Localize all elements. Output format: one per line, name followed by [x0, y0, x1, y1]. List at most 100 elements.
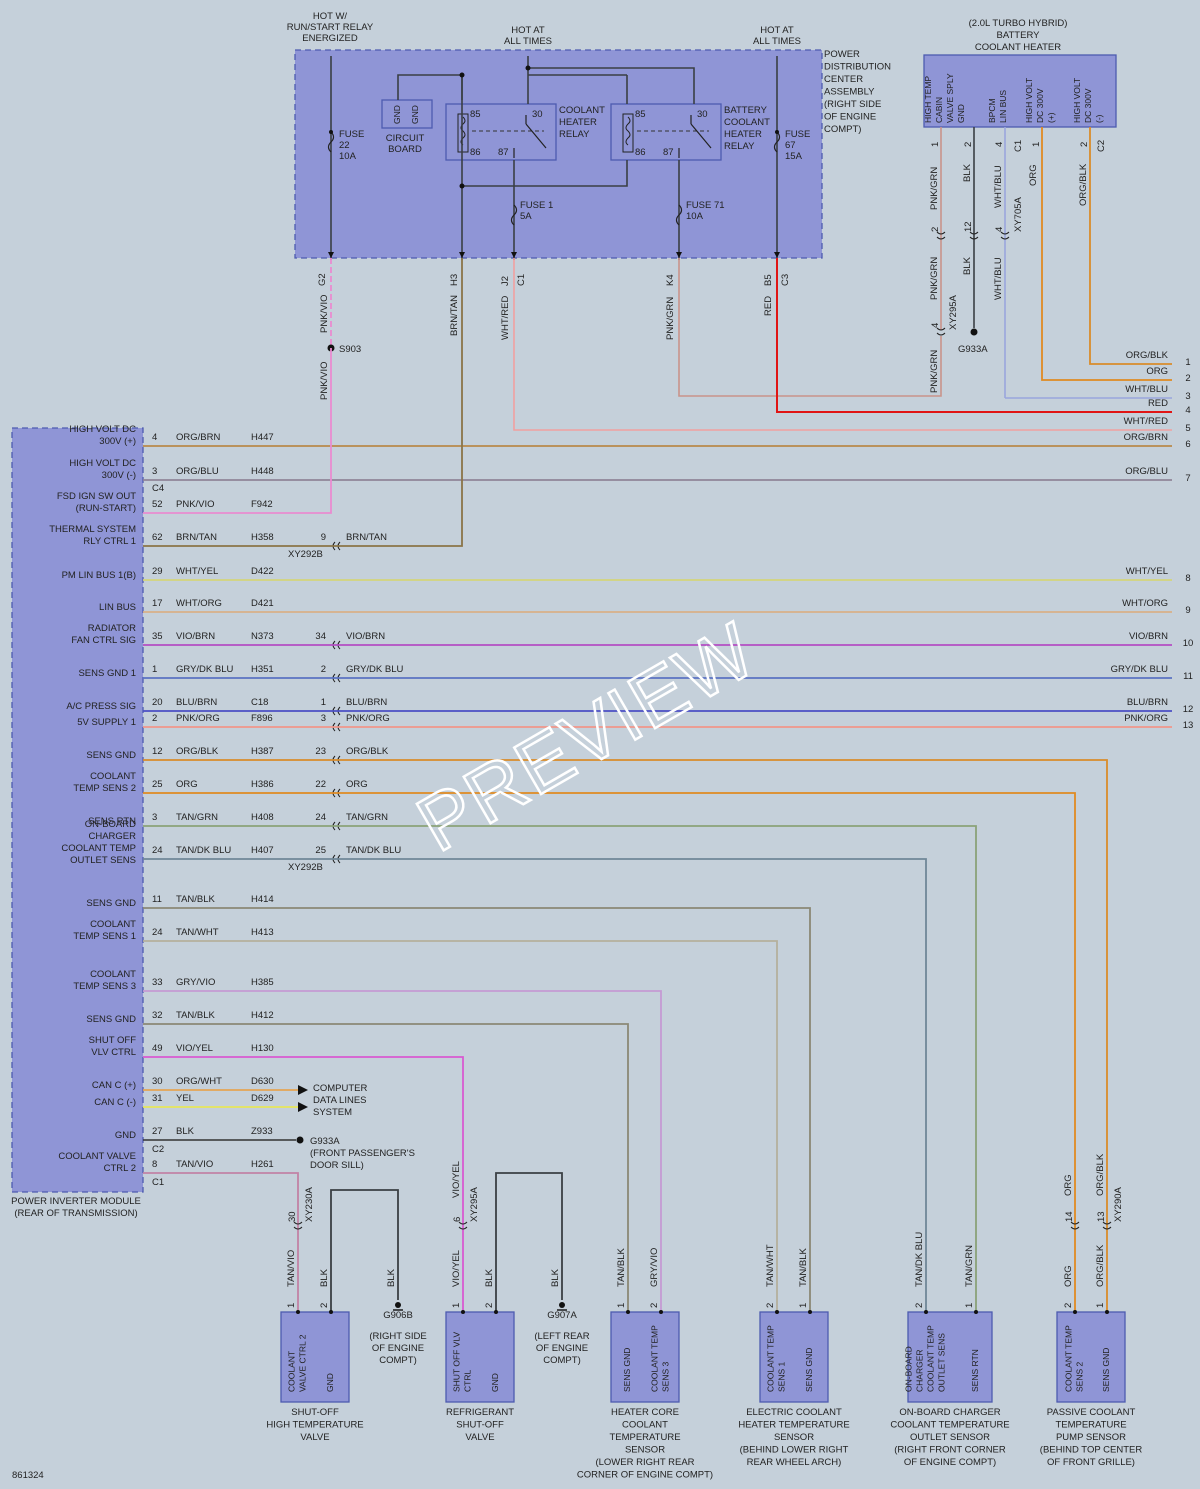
component-pin-num: 2 [319, 1303, 330, 1308]
wire-org [143, 792, 1076, 1312]
component-name: COOLANT TEMPERATURE [890, 1420, 1009, 1431]
connector-id: XY295A [469, 1186, 480, 1222]
connector-id: XY295A [948, 294, 959, 330]
right-wire-number: 1 [1185, 357, 1190, 368]
splice-dot [459, 183, 465, 189]
module-wire-color: ORG/BLK [176, 746, 219, 757]
heater-pin-desc: HIGH VOLT [1024, 78, 1034, 123]
top-label: HOT W/ [313, 11, 347, 22]
pin-dot [494, 1310, 498, 1314]
fuse-symbol [327, 131, 335, 153]
connector-id: C2 [152, 1144, 164, 1155]
pdc-label: OF ENGINE [824, 112, 876, 123]
relay-pin: 86 [470, 147, 481, 158]
fuse-22-label: 22 [339, 140, 350, 151]
module-pin-desc: 300V (+) [99, 436, 136, 447]
module-pin-desc: GND [115, 1130, 136, 1141]
top-label: ALL TIMES [504, 36, 552, 47]
module-pin-num: 29 [152, 566, 163, 577]
heater-title: COOLANT HEATER [975, 42, 1061, 53]
wire-pnk-vio [143, 348, 332, 514]
connector-id: XY290A [1113, 1186, 1124, 1222]
circuit-board-box [381, 99, 433, 129]
relay-switch [690, 123, 712, 149]
wire-label: WHT/BLU [993, 165, 1004, 208]
pdc-pin: B5 [763, 274, 774, 286]
wire-wht-red [513, 258, 1172, 431]
heater-conn: XY705A [1013, 196, 1024, 232]
module-pin-num: 24 [152, 845, 163, 856]
module-wire-color: GRY/DK BLU [346, 664, 404, 675]
pin-dot [775, 1310, 779, 1314]
component-name: PUMP SENSOR [1056, 1432, 1126, 1443]
module-circuit-id: H387 [251, 746, 274, 757]
module-pin-desc: 5V SUPPLY 1 [77, 717, 136, 728]
pdc-label: (RIGHT SIDE [824, 99, 881, 110]
module-pin-num: 4 [152, 432, 157, 443]
relay-label: COOLANT [724, 117, 770, 128]
connector-pin: 22 [315, 779, 326, 790]
wire-label: ORG [1028, 164, 1039, 186]
wire-tan-blk [143, 1023, 629, 1312]
relay-label: BATTERY [724, 105, 768, 116]
top-label: HOT AT [511, 25, 545, 36]
connector-pin: 23 [315, 746, 326, 757]
connector-mark [458, 1221, 468, 1230]
heater-title: BATTERY [997, 30, 1041, 41]
module-wire-color: TAN/BLK [176, 1010, 216, 1021]
module-pin-desc: THERMAL SYSTEM [49, 524, 136, 535]
relay-label: COOLANT [559, 105, 605, 116]
heater-pin-desc: GND [956, 104, 966, 123]
heater-pin-num: 2 [1079, 142, 1090, 147]
component-pin-num: 1 [451, 1303, 462, 1308]
module-circuit-id: H386 [251, 779, 274, 790]
module-wire-color: ORG/BLK [346, 746, 389, 757]
wire-org-blk [1089, 127, 1172, 365]
pdc-pin: C1 [516, 274, 527, 286]
module-pin-desc: COOLANT [90, 919, 136, 930]
wire-blk [495, 1172, 563, 1312]
component-pin-desc: GND [490, 1373, 500, 1392]
wire-label: VIO/YEL [451, 1250, 462, 1287]
wire-label: TAN/GRN [964, 1245, 975, 1287]
module-circuit-id: D422 [251, 566, 274, 577]
module-circuit-id: F942 [251, 499, 273, 510]
relay-pin: 86 [635, 147, 646, 158]
module-wire-color: VIO/BRN [176, 631, 215, 642]
heater-pin-num: 1 [1031, 142, 1042, 147]
wire-red [776, 258, 1172, 413]
module-pin-num: 32 [152, 1010, 163, 1021]
module-pin-desc: COOLANT VALVE [58, 1151, 136, 1162]
wire-label: BLK [962, 256, 973, 275]
top-label: HOT AT [760, 25, 794, 36]
component-name: VALVE [300, 1432, 329, 1443]
ground-label: (FRONT PASSENGER'S [310, 1148, 415, 1159]
ground-name: G907A [547, 1310, 577, 1321]
component-name: OUTLET SENSOR [910, 1432, 990, 1443]
component-name: REFRIGERANT [446, 1407, 514, 1418]
wire-label: ORG/BLK [1095, 1244, 1106, 1287]
wire-tan-grn [143, 825, 977, 1312]
wire-brn-tan [143, 258, 463, 547]
component-name: (RIGHT FRONT CORNER [894, 1445, 1006, 1456]
module-pin-num: 3 [152, 466, 157, 477]
connector-pin: 6 [452, 1217, 463, 1222]
component-name: SENSOR [625, 1445, 665, 1456]
ground-name: G906B [383, 1310, 413, 1321]
connector-pin: 13 [1096, 1211, 1107, 1222]
heater-pin-num: 2 [963, 142, 974, 147]
module-pin-num: 17 [152, 598, 163, 609]
pin-dot [1073, 1310, 1077, 1314]
wire-label: ORG/BLK [1078, 163, 1089, 206]
relay-label: HEATER [559, 117, 597, 128]
heater-conn: C1 [1013, 140, 1024, 152]
module-pin-desc: 300V (-) [102, 470, 136, 481]
module-circuit-id: H408 [251, 812, 274, 823]
module-circuit-id: Z933 [251, 1126, 273, 1137]
module-circuit-id: C18 [251, 697, 268, 708]
module-circuit-id: H407 [251, 845, 274, 856]
module-wire-color: PNK/ORG [346, 713, 390, 724]
ground-location: OF ENGINE [372, 1343, 424, 1354]
module-pin-desc: A/C PRESS SIG [66, 701, 136, 712]
wire-pnk-grn [678, 258, 942, 397]
